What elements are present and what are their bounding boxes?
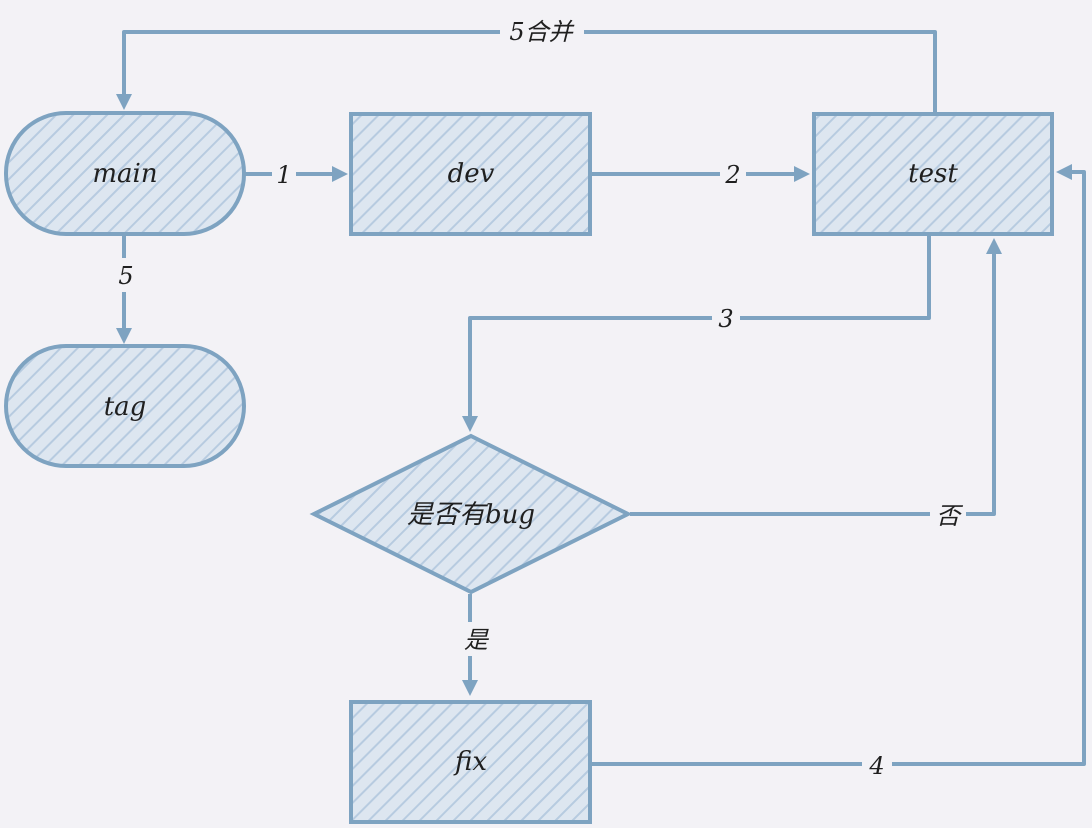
test-label: test	[908, 159, 958, 189]
label-main-to-dev: 1	[276, 161, 291, 189]
label-decision-yes: 是	[464, 626, 490, 654]
arrowhead-test-bottom	[986, 238, 1002, 254]
fix-label: fix	[453, 747, 487, 777]
main-label: main	[92, 159, 157, 189]
edge-test-to-decision	[468, 234, 931, 418]
tag-label: tag	[104, 392, 147, 422]
node-main[interactable]: main	[4, 111, 246, 236]
arrowhead-test-left	[794, 166, 810, 182]
main-shape	[4, 111, 246, 236]
arrowhead-fix-top	[462, 680, 478, 696]
label-fix-to-test: 4	[868, 752, 884, 780]
decision-label: 是否有bug	[407, 500, 535, 530]
node-decision[interactable]: 是否有bug	[309, 433, 633, 595]
node-tag[interactable]: tag	[4, 344, 246, 468]
edge-labels: 5合并 1 2 5 3 否 是 4	[114, 16, 966, 780]
decision-shape	[309, 433, 633, 595]
arrowhead-dev-left	[332, 166, 348, 182]
edge-fix-to-test	[592, 170, 1086, 766]
edge-decision-no	[630, 252, 996, 516]
arrowhead-test-right	[1056, 164, 1072, 180]
arrowhead-decision-top	[462, 416, 478, 432]
label-main-to-tag: 5	[118, 262, 133, 290]
node-test[interactable]: test	[812, 112, 1054, 236]
arrowhead-main-top	[116, 94, 132, 110]
fix-shape	[349, 700, 592, 824]
dev-label: dev	[448, 159, 495, 189]
dev-shape	[349, 112, 592, 236]
node-fix[interactable]: fix	[349, 700, 592, 824]
label-dev-to-test: 2	[724, 161, 740, 189]
tag-shape	[4, 344, 246, 468]
label-test-to-main: 5合并	[509, 18, 574, 46]
label-decision-no: 否	[936, 502, 964, 530]
arrowhead-tag-top	[116, 328, 132, 344]
label-test-to-decision: 3	[718, 305, 733, 333]
node-dev[interactable]: dev	[349, 112, 592, 236]
test-shape	[812, 112, 1054, 236]
